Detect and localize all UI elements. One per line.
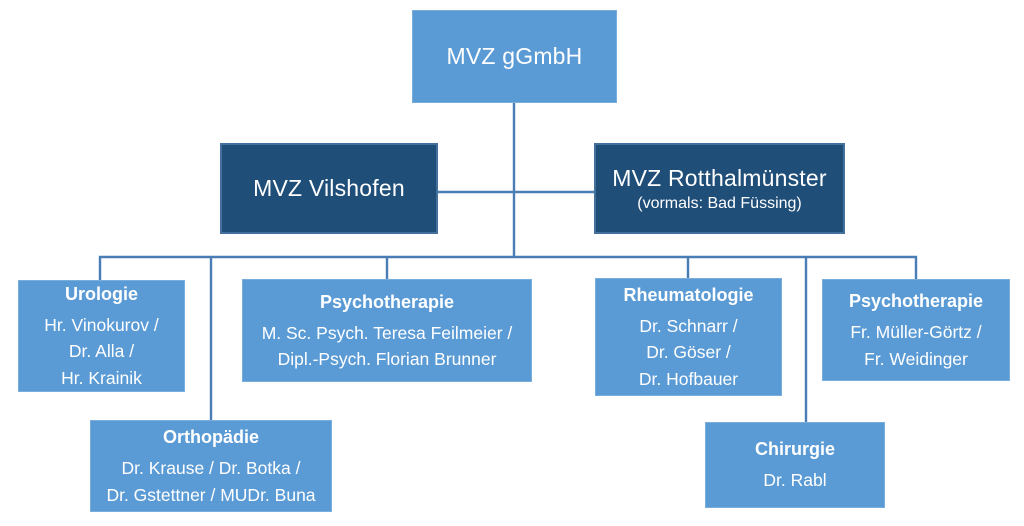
org-box-root: MVZ gGmbH [412, 10, 617, 103]
dept-box-orthopaedie: Orthopädie Dr. Krause / Dr. Botka / Dr. … [90, 420, 332, 512]
dept-staff-line: Dr. Rabl [763, 470, 827, 491]
org-box-rotthalmuenster-sublabel: (vormals: Bad Füssing) [637, 195, 802, 213]
dept-box-chirurgie: Chirurgie Dr. Rabl [705, 422, 885, 508]
dept-staff-line: Dipl.-Psych. Florian Brunner [277, 349, 497, 369]
dept-box-rheumatologie: Rheumatologie Dr. Schnarr / Dr. Göser / … [595, 278, 782, 396]
dept-box-psychotherapie-rotthalmuenster: Psychotherapie Fr. Müller-Görtz / Fr. We… [822, 279, 1010, 381]
dept-title: Psychotherapie [319, 291, 455, 312]
dept-staff-line: Dr. Alla / [68, 341, 135, 362]
dept-staff-line: Fr. Weidinger [864, 348, 968, 369]
dept-staff-line: Dr. Göser / [646, 342, 731, 363]
dept-title: Chirurgie [754, 439, 835, 460]
dept-staff-line: Hr. Krainik [61, 367, 142, 388]
dept-staff-line: Dr. Krause / Dr. Botka / [121, 458, 301, 478]
org-box-rotthalmuenster: MVZ Rotthalmünster (vormals: Bad Füssing… [594, 143, 845, 234]
dept-staff-line: M. Sc. Psych. Teresa Feilmeier / [261, 322, 513, 343]
org-box-vilshofen: MVZ Vilshofen [220, 143, 438, 234]
dept-staff-line: Dr. Gstettner / MUDr. Buna [106, 484, 316, 505]
dept-staff-line: Dr. Hofbauer [638, 368, 739, 389]
connector-rail [98, 255, 918, 281]
dept-staff-line: Hr. Vinokurov / [44, 314, 159, 335]
dept-staff-line: Dr. Schnarr / [639, 315, 738, 336]
dept-box-psychotherapie-vilshofen: Psychotherapie M. Sc. Psych. Teresa Feil… [242, 279, 532, 382]
dept-title: Urologie [64, 283, 138, 304]
org-box-rotthalmuenster-label: MVZ Rotthalmünster [612, 164, 827, 191]
org-box-root-label: MVZ gGmbH [446, 43, 583, 70]
org-box-vilshofen-label: MVZ Vilshofen [253, 175, 405, 202]
dept-box-urologie: Urologie Hr. Vinokurov / Dr. Alla / Hr. … [18, 280, 185, 392]
dept-title: Psychotherapie [848, 291, 984, 311]
dept-title: Rheumatologie [623, 284, 754, 305]
dept-title: Orthopädie [162, 427, 259, 447]
dept-staff-line: Fr. Müller-Görtz / [850, 322, 982, 342]
